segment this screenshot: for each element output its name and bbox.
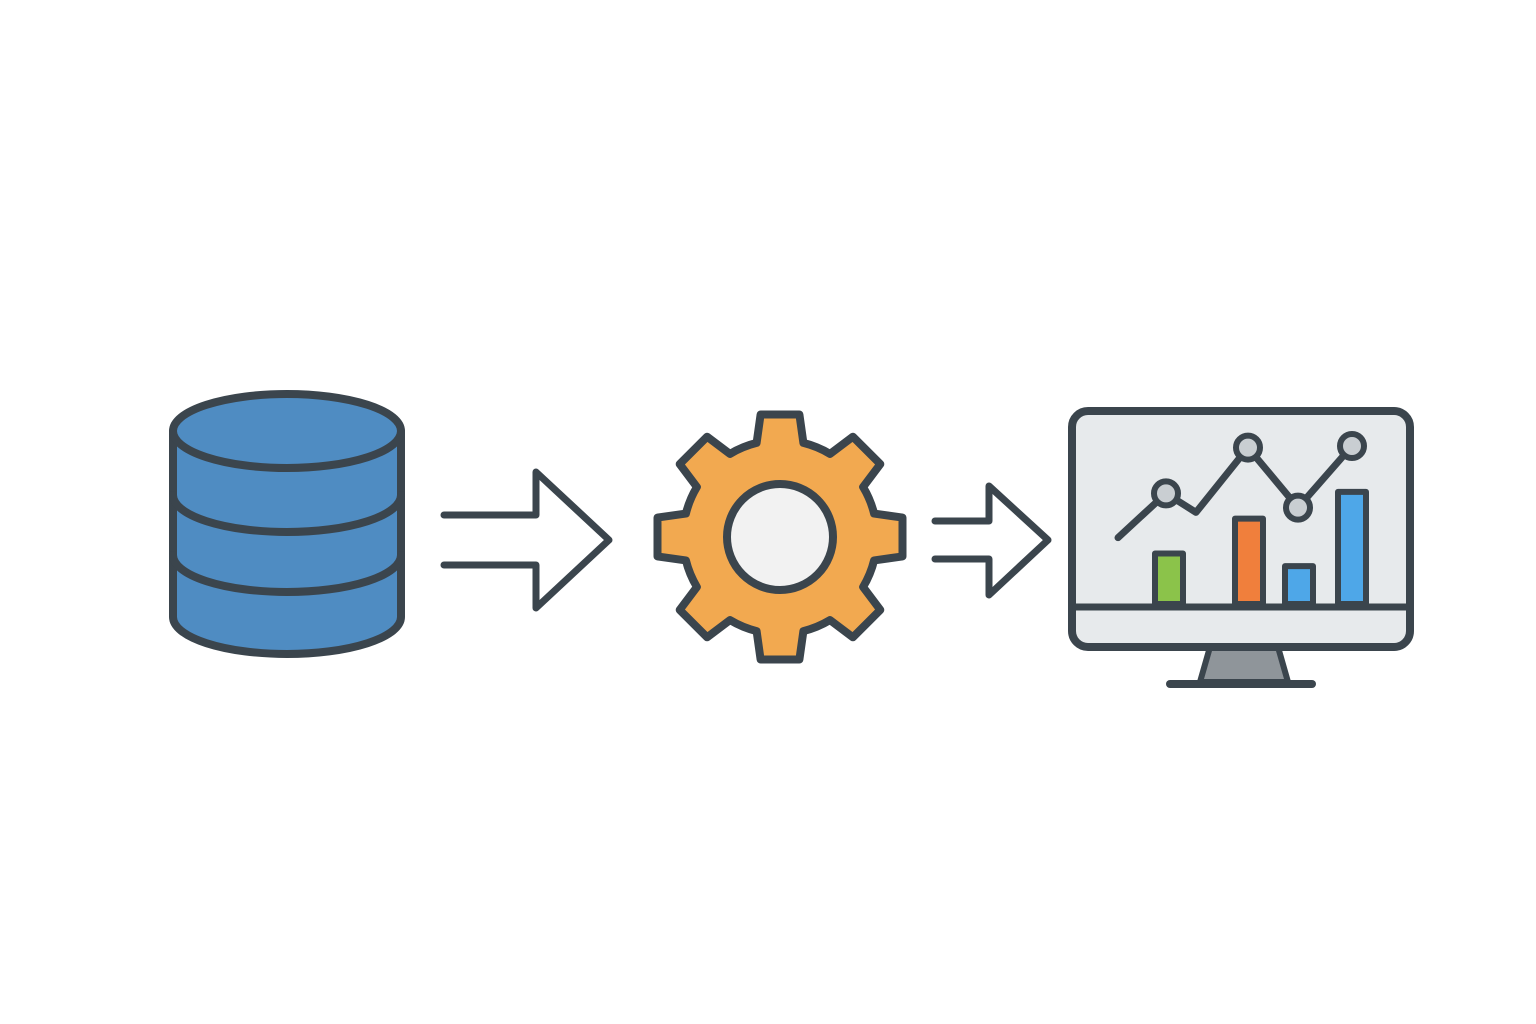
- chart-point: [1283, 492, 1313, 523]
- chart-point: [1233, 432, 1263, 463]
- database-top: [169, 390, 405, 472]
- double-arrow-right-icon: [931, 482, 1052, 599]
- chart-bar: [1152, 550, 1186, 608]
- gear-icon: [653, 410, 907, 664]
- chart-bar: [1335, 488, 1369, 608]
- monitor-chart-icon: [1068, 407, 1414, 688]
- chart-bar: [1282, 563, 1316, 608]
- chart-bar: [1232, 515, 1266, 607]
- chart-point: [1337, 431, 1367, 461]
- database-body: [169, 427, 405, 658]
- gear-hub: [723, 480, 837, 594]
- double-arrow-right-icon: [440, 468, 613, 612]
- database-ring-2: [169, 551, 405, 596]
- monitor-chart: [1114, 431, 1369, 608]
- database-icon: [169, 390, 405, 658]
- monitor-stand: [1197, 644, 1291, 685]
- database-ring-1: [169, 491, 405, 536]
- chart-point: [1151, 478, 1181, 509]
